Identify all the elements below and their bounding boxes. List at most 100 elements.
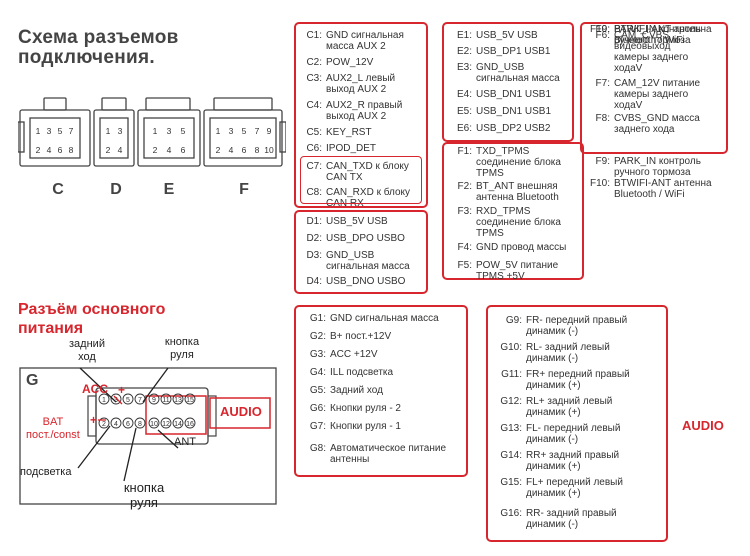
pin-description: GND_USB сигнальная масса xyxy=(326,250,410,272)
ant-annotation: ANT xyxy=(174,436,196,448)
pin-description: CVBS_GND масса заднего хода xyxy=(614,113,700,135)
pin-c3: 3 xyxy=(47,126,52,136)
g-pin-number: 1 xyxy=(102,397,106,404)
pin-code: G9: xyxy=(505,315,522,326)
pin-description: USB_DPO USBO xyxy=(326,233,405,244)
pin-c7: 7 xyxy=(69,126,74,136)
pin-description: FL- передний левый динамик (-) xyxy=(526,423,621,445)
pin-description: GND_USB сигнальная масса xyxy=(476,62,560,84)
g-pin-number: 8 xyxy=(138,421,142,428)
pin-e6: 6 xyxy=(181,145,186,155)
pin-description: B+ пост.+12V xyxy=(330,331,392,342)
pin-description: USB_5V USB xyxy=(326,216,388,227)
pin-c1: 1 xyxy=(36,126,41,136)
pin-description: TXD_TPMS соединение блока TPMS xyxy=(476,146,561,179)
g-pin-number: 16 xyxy=(186,421,194,428)
pin-code: F1: xyxy=(457,146,472,157)
connector-label-e: E xyxy=(164,181,175,198)
pin-code: C7: xyxy=(306,161,322,172)
g-pin-number: 13 xyxy=(174,397,182,404)
pin-d3: 3 xyxy=(118,126,123,136)
pin-description: ILL подсветка xyxy=(330,367,394,378)
pin-description: IPOD_DET xyxy=(326,143,377,154)
pin-d1: 1 xyxy=(106,126,111,136)
pin-f5: 5 xyxy=(242,126,247,136)
pin-d2: 2 xyxy=(106,145,111,155)
pin-code: F9: xyxy=(595,24,610,35)
pin-code: E3: xyxy=(456,62,472,73)
g-pin-circle xyxy=(134,417,146,429)
pin-code: G10: xyxy=(500,342,522,353)
rear-gear-annotation: задний ход xyxy=(69,338,105,363)
pin-description: BTWIFI-ANT антенна Bluetooth / WiFi xyxy=(614,24,712,46)
pin-code: G7: xyxy=(309,421,326,432)
g-pin-circle xyxy=(110,393,122,405)
pin-code: F10: xyxy=(589,178,610,189)
pin-description: Кнопки руля - 1 xyxy=(330,421,401,432)
pin-description: FL+ передний левый динамик (+) xyxy=(526,477,623,499)
connector-label-c: C xyxy=(52,181,64,198)
pin-code: C2: xyxy=(306,57,322,68)
pin-code: C4: xyxy=(306,100,322,111)
pin-description: RR+ задний правый динамик (+) xyxy=(526,450,620,472)
g-pin-number: 7 xyxy=(138,397,142,404)
pin-f7: 7 xyxy=(255,126,260,136)
pin-description: AUX2_L левый выход AUX 2 xyxy=(326,73,396,95)
pin-description: Задний ход xyxy=(330,385,383,396)
g-pin-circle xyxy=(110,417,122,429)
g-pin-number: 2 xyxy=(102,421,106,428)
pin-description: ACC +12V xyxy=(330,349,378,360)
plus-sign-acc: + xyxy=(118,383,125,397)
g-audio-annotation: AUDIO xyxy=(220,404,262,419)
pin-code: E2: xyxy=(456,46,472,57)
g-pin-number: 12 xyxy=(162,421,170,428)
pin-description: USB_DN1 USB1 xyxy=(476,106,552,117)
pin-code: F9: xyxy=(595,156,610,167)
pin-f2: 2 xyxy=(216,145,221,155)
pin-code: E6: xyxy=(456,123,472,134)
page-title: Схема разъемов подключения. xyxy=(18,27,179,68)
g-pin-number: 4 xyxy=(114,421,118,428)
illumination-annotation: подсветка xyxy=(20,466,72,478)
g-pin-circle xyxy=(148,417,160,429)
pin-code: F7: xyxy=(595,78,610,89)
pin-description: USB_DNO USBO xyxy=(326,276,406,287)
pin-description: PARK_IN контроль ручного тормоза xyxy=(614,24,701,46)
pin-description: Автоматическое питание антенны xyxy=(330,443,447,465)
pin-code: E1: xyxy=(456,30,472,41)
pin-description: KEY_RST xyxy=(326,127,372,138)
pin-code: G2: xyxy=(309,331,326,342)
pin-code: G16: xyxy=(500,508,522,519)
pin-description: RR- задний правый динамик (-) xyxy=(526,508,617,530)
pin-code: C3: xyxy=(306,73,322,84)
pin-code: G5: xyxy=(309,385,326,396)
pin-code: G8: xyxy=(309,443,326,454)
pin-description: BT_ANT внешняя антенна Bluetooth xyxy=(476,181,559,203)
g-pin-number: 15 xyxy=(186,397,194,404)
pin-description: CAM_CVBS видеовыход камеры заднего ходаV xyxy=(614,30,689,74)
pin-description: AUX2_R правый выход AUX 2 xyxy=(326,100,403,122)
pin-code: F3: xyxy=(457,206,472,217)
pin-code: D3: xyxy=(306,250,322,261)
wheel-button-bottom-annotation: кнопка руля xyxy=(123,480,165,510)
pin-code: F8: xyxy=(595,113,610,124)
pin-description: USB_5V USB xyxy=(476,30,538,41)
pin-description: GND провод массы xyxy=(476,242,567,253)
pin-f10: 10 xyxy=(264,145,274,155)
pin-description: USB_DP2 USB2 xyxy=(476,123,551,134)
pin-e1: 1 xyxy=(153,126,158,136)
pin-e2: 2 xyxy=(153,145,158,155)
pin-d4: 4 xyxy=(118,145,123,155)
pin-code: D4: xyxy=(306,276,322,287)
pin-description: FR- передний правый динамик (-) xyxy=(526,315,628,337)
g-connector-label: G xyxy=(26,372,39,389)
pin-description: POW_12V xyxy=(326,57,374,68)
